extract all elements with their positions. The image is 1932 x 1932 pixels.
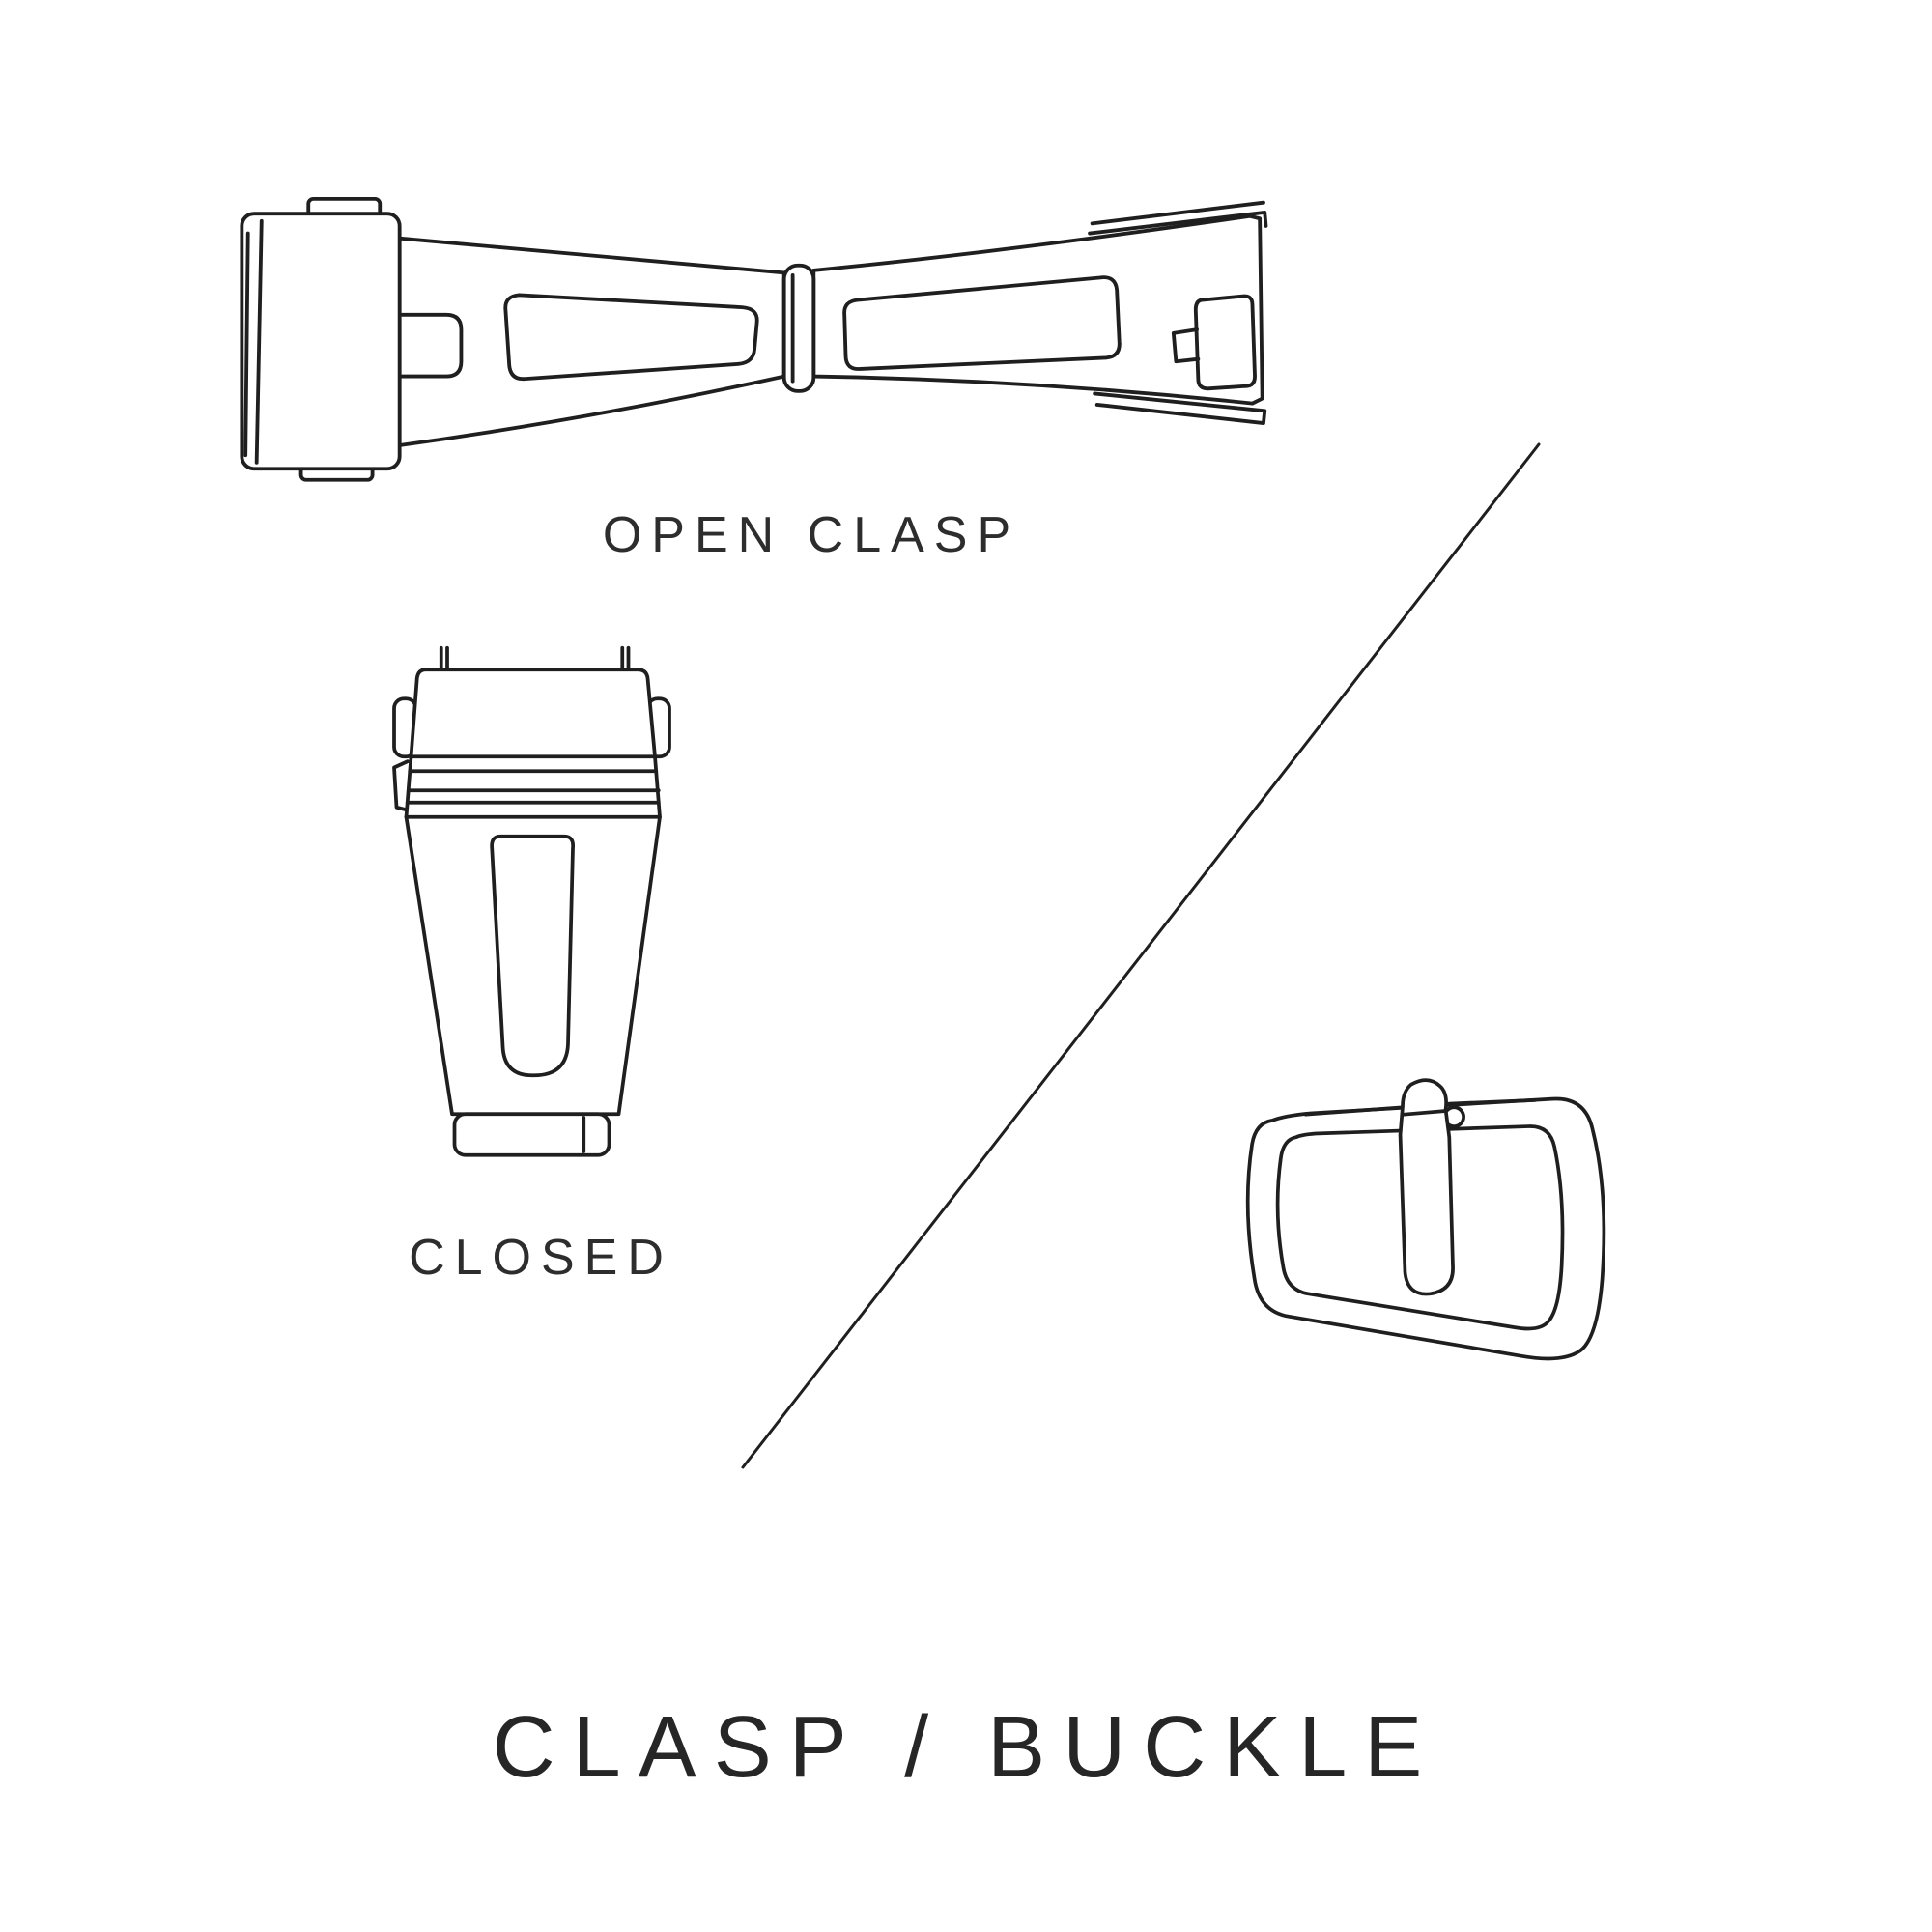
open-clasp-illustration [240,196,1268,482]
page-title: CLASP / BUCKLE [492,1699,1440,1796]
tang-buckle-illustration [1245,1078,1606,1361]
open-clasp-caption: OPEN CLASP [602,507,1021,563]
closed-caption: CLOSED [409,1230,673,1286]
closed-clasp-illustration [392,645,671,1157]
